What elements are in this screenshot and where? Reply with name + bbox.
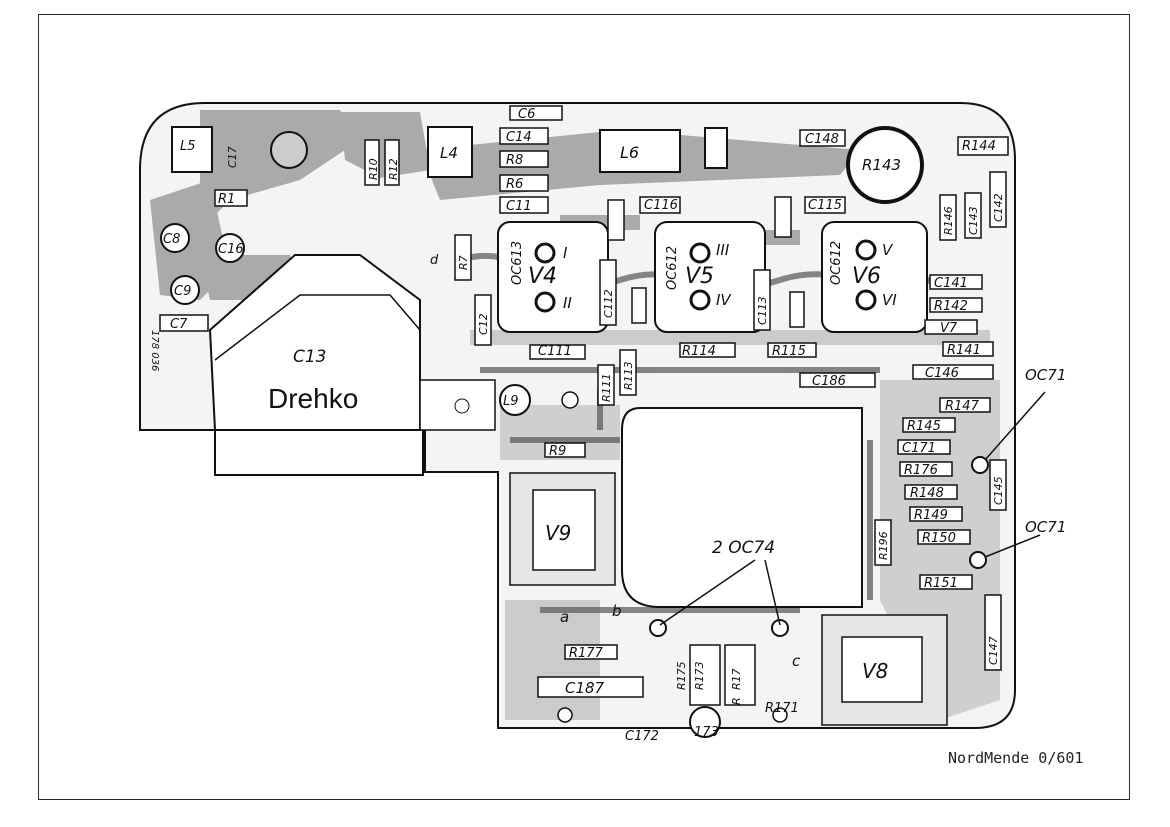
label-V5: V5 bbox=[685, 264, 714, 289]
label-V7: V7 bbox=[940, 321, 958, 336]
label-R142: R142 bbox=[934, 299, 968, 314]
label-C11: C11 bbox=[506, 199, 532, 214]
label-R1: R1 bbox=[218, 192, 235, 207]
label-R144: R144 bbox=[962, 139, 996, 154]
l6-coil bbox=[599, 129, 681, 173]
label-C186: C186 bbox=[812, 374, 846, 389]
label-C143: C143 bbox=[967, 206, 980, 235]
label-C147: C147 bbox=[987, 636, 1000, 665]
drehko-base bbox=[214, 429, 424, 476]
label-d: d bbox=[430, 253, 439, 268]
label-R151: R151 bbox=[924, 576, 958, 591]
label-R: R bbox=[730, 697, 743, 705]
label-OC71-bottom: OC71 bbox=[1025, 518, 1066, 536]
label-roman-V: V bbox=[882, 241, 894, 259]
label-C12: C12 bbox=[477, 313, 490, 335]
label-R147: R147 bbox=[945, 399, 980, 414]
label-C141: C141 bbox=[934, 276, 968, 291]
label-OC71-top: OC71 bbox=[1025, 366, 1066, 384]
label-R145: R145 bbox=[907, 419, 941, 434]
label-R177: R177 bbox=[569, 646, 604, 661]
label-partno: 178 036 bbox=[149, 330, 160, 371]
label-V8: V8 bbox=[862, 659, 888, 683]
label-C16: C16 bbox=[218, 242, 244, 257]
label-C113: C113 bbox=[756, 296, 769, 325]
label-R171: R171 bbox=[765, 701, 799, 716]
label-L6: L6 bbox=[620, 143, 639, 162]
l5-coil bbox=[171, 126, 213, 173]
label-R8: R8 bbox=[506, 153, 523, 168]
label-roman-I: I bbox=[563, 244, 568, 262]
label-R150: R150 bbox=[922, 531, 956, 546]
label-R12: R12 bbox=[387, 158, 400, 180]
label-L9: L9 bbox=[503, 394, 519, 409]
label-R149: R149 bbox=[914, 508, 948, 523]
label-C8: C8 bbox=[163, 232, 180, 247]
label-R10: R10 bbox=[367, 158, 380, 180]
label-C172: C172 bbox=[625, 729, 659, 744]
label-R148: R148 bbox=[910, 486, 944, 501]
label-C187: C187 bbox=[565, 679, 605, 697]
l4-coil bbox=[427, 126, 473, 178]
label-roman-IV: IV bbox=[716, 291, 732, 309]
label-c: c bbox=[792, 652, 801, 670]
label-R141: R141 bbox=[947, 343, 981, 358]
label-OC613: OC613 bbox=[510, 241, 525, 285]
label-V6: V6 bbox=[852, 264, 881, 289]
label-OC612-a: OC612 bbox=[665, 246, 680, 290]
label-a: a bbox=[560, 608, 569, 626]
label-R143: R143 bbox=[862, 156, 901, 174]
label-C111: C111 bbox=[538, 344, 572, 359]
label-V4: V4 bbox=[528, 264, 557, 289]
label-V9: V9 bbox=[545, 521, 571, 545]
label-C112: C112 bbox=[602, 289, 615, 318]
label-C142: C142 bbox=[992, 193, 1005, 222]
label-C9: C9 bbox=[174, 284, 191, 299]
label-roman-II: II bbox=[563, 294, 572, 312]
label-R6: R6 bbox=[506, 177, 523, 192]
label-R17: R17 bbox=[730, 668, 743, 690]
label-R173: R173 bbox=[693, 661, 706, 690]
label-C6: C6 bbox=[518, 107, 535, 122]
label-C13: C13 bbox=[293, 347, 327, 367]
label-R114: R114 bbox=[682, 344, 716, 359]
label-OC612-b: OC612 bbox=[829, 241, 844, 285]
label-R7: R7 bbox=[457, 255, 470, 270]
label-R113: R113 bbox=[622, 361, 635, 390]
label-C145: C145 bbox=[992, 476, 1005, 505]
label-R111: R111 bbox=[600, 373, 613, 402]
label-C7: C7 bbox=[170, 317, 188, 332]
center-cutout bbox=[621, 407, 863, 608]
label-b: b bbox=[612, 602, 622, 620]
label-roman-III: III bbox=[716, 241, 730, 259]
label-Drehko: Drehko bbox=[268, 383, 358, 414]
label-C148: C148 bbox=[805, 132, 839, 147]
diagram-caption: NordMende 0/601 bbox=[948, 749, 1084, 767]
label-R175: R175 bbox=[675, 661, 688, 690]
label-L5: L5 bbox=[180, 139, 196, 154]
label-C146: C146 bbox=[925, 366, 959, 381]
label-C116: C116 bbox=[644, 198, 678, 213]
label-R115: R115 bbox=[772, 344, 806, 359]
label-R196: R196 bbox=[877, 531, 890, 560]
drawing-frame bbox=[38, 14, 1130, 800]
r143-potentiometer bbox=[846, 126, 924, 204]
label-C115: C115 bbox=[808, 198, 842, 213]
label-C17: C17 bbox=[226, 146, 239, 168]
label-T173: 173 bbox=[694, 725, 719, 740]
label-R176: R176 bbox=[904, 463, 938, 478]
label-R146: R146 bbox=[942, 206, 955, 235]
label-L4: L4 bbox=[440, 144, 458, 162]
label-C171: C171 bbox=[902, 441, 936, 456]
label-roman-VI: VI bbox=[882, 291, 897, 309]
label-C14: C14 bbox=[506, 130, 532, 145]
label-R9: R9 bbox=[549, 444, 566, 459]
label-2OC74: 2 OC74 bbox=[712, 538, 775, 558]
v6-module bbox=[821, 221, 928, 333]
